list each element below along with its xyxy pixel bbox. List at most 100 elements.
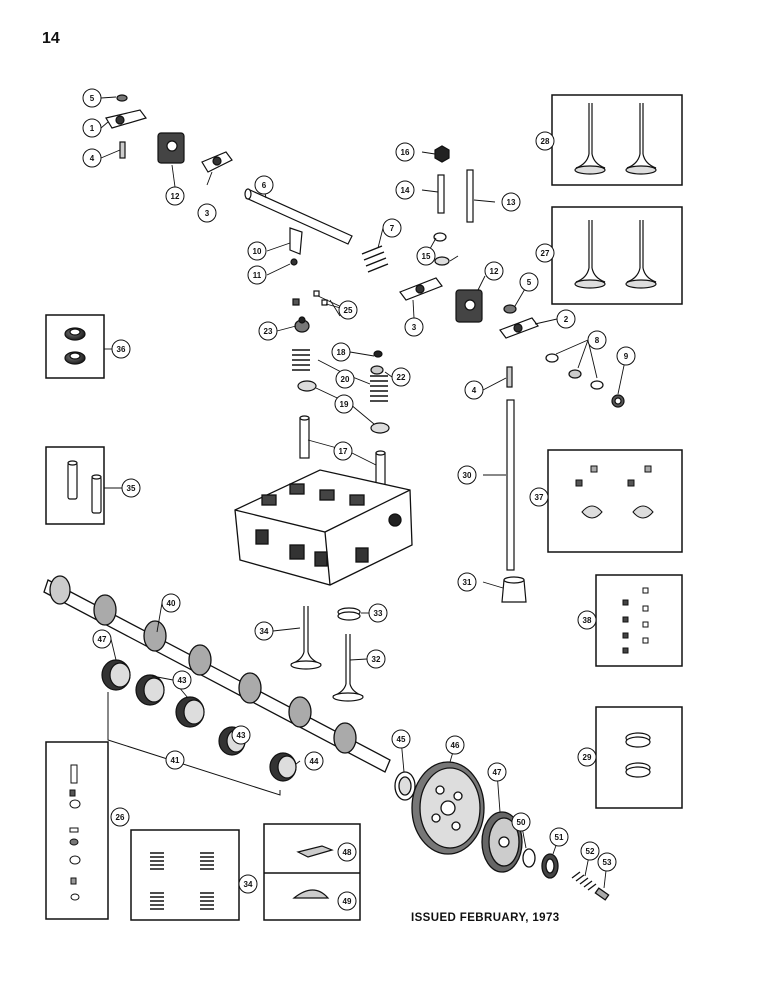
callout-51: 51: [549, 827, 569, 847]
callout-label: 7: [390, 224, 395, 233]
callout-44: 44: [304, 751, 324, 771]
callout-label: 5: [527, 278, 532, 287]
callout-6: 6: [254, 175, 274, 195]
callout-label: 11: [253, 271, 262, 280]
callout-4-right: 4: [464, 380, 484, 400]
camshaft: [43, 575, 391, 773]
callout-label: 12: [490, 267, 499, 276]
callout-label: 34: [260, 627, 269, 636]
callout-label: 3: [205, 209, 210, 218]
callout-25: 19: [334, 394, 354, 414]
valve-pair-box-31: [574, 220, 657, 289]
issued-date: ISSUED FEBRUARY, 1973: [411, 912, 560, 924]
rocker-shaft: [244, 188, 353, 266]
callout-label: 8: [595, 336, 600, 345]
callout-45: 45: [391, 729, 411, 749]
kit-box-valves-exhaust: [551, 94, 683, 186]
callout-label: 29: [583, 753, 592, 762]
callout-label: 44: [310, 757, 319, 766]
callout-40: 40: [161, 593, 181, 613]
callout-27: 22: [391, 367, 411, 387]
rocker-shaft-spring: [361, 245, 389, 273]
callout-35: 34: [238, 874, 258, 894]
callout-label: 32: [372, 655, 381, 664]
callout-label: 18: [337, 348, 346, 357]
callout-bubbles: 5 1 4 12 3 6 7 10 11 16 14 13 15 12 5 2 …: [82, 88, 636, 911]
kit-box-valve-guides: [45, 446, 105, 525]
callout-label: 23: [264, 327, 273, 336]
callout-10: 10: [247, 241, 267, 261]
callout-53: 53: [597, 852, 617, 872]
callout-label: 22: [397, 373, 406, 382]
rocker-arm-assembly-left: [105, 94, 233, 173]
callout-label: 10: [253, 247, 262, 256]
kit-box-valves-intake: [551, 206, 683, 305]
callout-31: 27: [535, 243, 555, 263]
callout-38: 38: [577, 610, 597, 630]
callout-8: 8: [587, 330, 607, 350]
callout-label: 48: [343, 848, 352, 857]
rocker-arm-assembly-right: [399, 277, 625, 408]
callout-label: 52: [586, 847, 595, 856]
callout-label: 17: [339, 447, 348, 456]
callout-50: 50: [511, 812, 531, 832]
callout-46: 46: [445, 735, 465, 755]
kit-box-keys: [263, 823, 361, 921]
callout-2: 2: [556, 309, 576, 329]
kit-box-valve-locks-retainers: [547, 449, 683, 553]
callout-label: 36: [117, 345, 126, 354]
callout-label: 6: [262, 181, 267, 190]
callout-label: 37: [535, 493, 544, 502]
callout-label: 3: [412, 323, 417, 332]
callout-14: 14: [395, 180, 415, 200]
callout-label: 34: [244, 880, 253, 889]
kit-box-seat-inserts: [595, 706, 683, 809]
callout-label: 47: [98, 635, 107, 644]
valves-lower: [290, 606, 364, 702]
callout-5-top: 5: [82, 88, 102, 108]
callout-23: 18: [331, 342, 351, 362]
callout-label: 1: [90, 124, 95, 133]
callout-label: 53: [603, 858, 612, 867]
callout-label: 12: [171, 192, 180, 201]
camshaft-keys: [292, 845, 334, 899]
callout-26: 20: [335, 369, 355, 389]
valve-pair-box-34: [574, 103, 657, 175]
callout-label: 26: [116, 813, 125, 822]
callout-label: 2: [564, 315, 569, 324]
valve-spring-stack: [292, 290, 390, 494]
valve-seals: [64, 327, 86, 365]
callout-43-top: 43: [172, 670, 192, 690]
valve-train-kit-parts: [69, 764, 81, 901]
callout-label: 45: [397, 735, 406, 744]
callout-label: 9: [624, 352, 629, 361]
kit-box-locks: [595, 574, 683, 667]
callout-label: 16: [401, 148, 410, 157]
callout-label: 35: [127, 484, 136, 493]
callout-18: 31: [457, 572, 477, 592]
callout-3-right: 3: [404, 317, 424, 337]
callout-17: 30: [457, 465, 477, 485]
callout-9: 9: [616, 346, 636, 366]
callout-29: 25: [338, 300, 358, 320]
callout-label: 50: [517, 818, 526, 827]
callout-label: 25: [344, 306, 353, 315]
callout-label: 41: [171, 756, 180, 765]
callout-22: 34: [254, 621, 274, 641]
callout-28: 23: [258, 321, 278, 341]
callout-label: 30: [463, 471, 472, 480]
callout-19: 32: [366, 649, 386, 669]
kit-box-valve-seals: [45, 314, 105, 379]
kit-box-valve-train: [45, 741, 109, 920]
callout-label: 31: [463, 578, 472, 587]
callout-16: 16: [395, 142, 415, 162]
valve-locks-and-retainers: [575, 465, 654, 519]
callout-37: 37: [529, 487, 549, 507]
valve-guides: [67, 460, 102, 514]
callout-label: 4: [472, 386, 477, 395]
callout-label: 19: [340, 400, 349, 409]
callout-label: 28: [541, 137, 550, 146]
callout-label: 40: [167, 599, 176, 608]
callout-52: 52: [580, 841, 600, 861]
